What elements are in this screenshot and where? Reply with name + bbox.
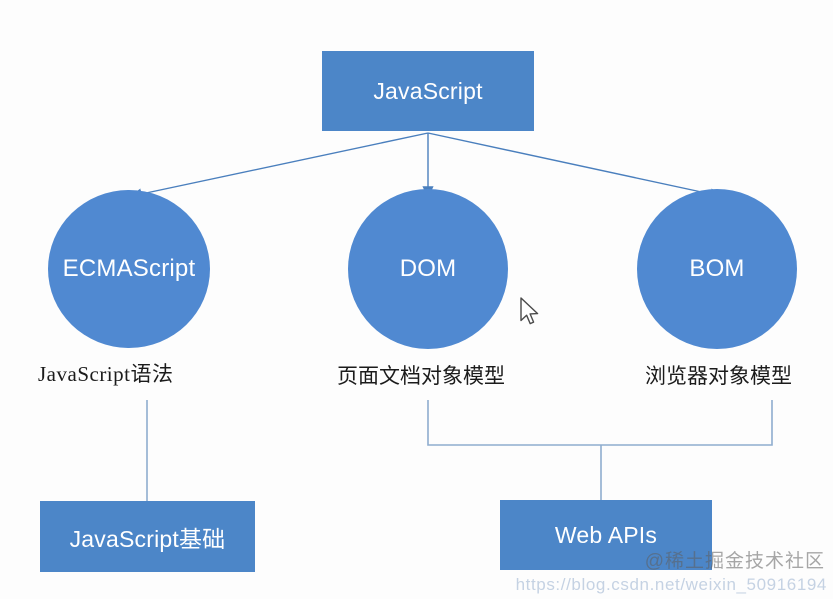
node-web-apis-label: Web APIs — [554, 521, 658, 548]
caption-ecmascript: JavaScript语法 — [38, 362, 174, 386]
mouse-pointer-icon — [520, 297, 539, 325]
node-dom-label: DOM — [399, 255, 457, 282]
caption-dom: 页面文档对象模型 — [337, 365, 505, 388]
edge-dom-bom-bracket-to-webapis — [427, 400, 773, 446]
node-ecmascript[interactable]: ECMAScript — [48, 190, 210, 348]
node-bom[interactable]: BOM — [637, 189, 797, 349]
caption-bom: 浏览器对象模型 — [645, 365, 792, 388]
node-javascript-basics[interactable]: JavaScript基础 — [40, 501, 255, 572]
node-javascript-basics-label: JavaScript基础 — [69, 525, 226, 552]
node-javascript[interactable]: JavaScript — [322, 51, 534, 131]
node-ecmascript-label: ECMAScript — [62, 255, 196, 282]
edge-javascript-to-bom — [427, 132, 723, 200]
node-bom-label: BOM — [689, 255, 745, 282]
watermark-brand: @稀土掘金技术社区 — [644, 551, 825, 572]
node-dom[interactable]: DOM — [348, 189, 508, 349]
watermark-url: https://blog.csdn.net/weixin_50916194 — [515, 575, 827, 594]
edge-javascript-to-ecmascript — [129, 132, 429, 200]
node-web-apis[interactable]: Web APIs — [500, 500, 712, 570]
node-javascript-label: JavaScript — [373, 77, 483, 104]
